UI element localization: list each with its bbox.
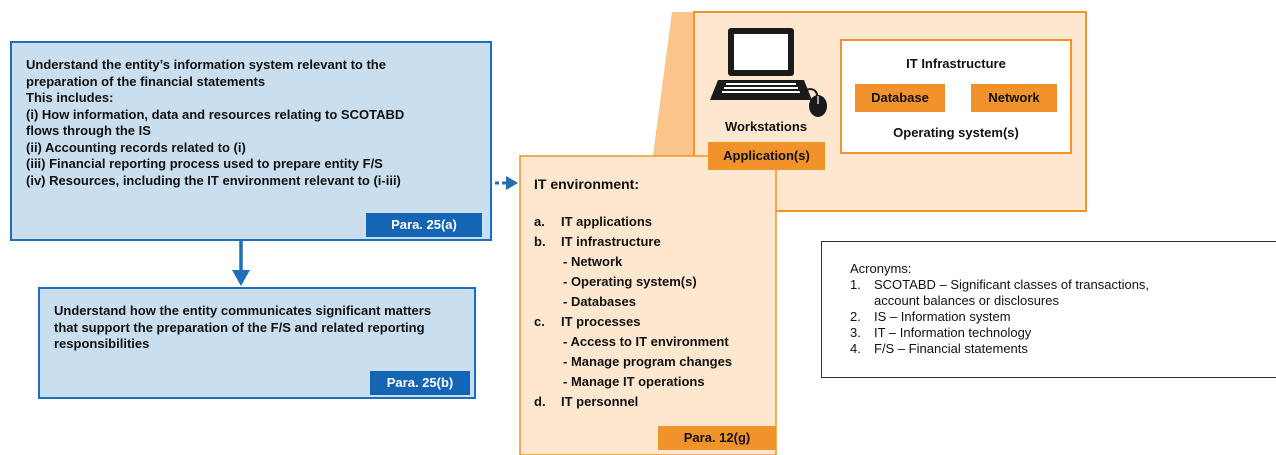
applications-label: Application(s)	[708, 142, 825, 170]
para-25b-badge: Para. 25(b)	[370, 371, 470, 395]
box-a-item-4: (iv) Resources, including the IT environ…	[26, 172, 401, 188]
workstations-label: Workstations	[724, 119, 808, 134]
laptop-icon	[710, 28, 827, 117]
database-label: Database	[855, 84, 945, 112]
operating-system-label: Operating system(s)	[893, 125, 1019, 140]
it-env-item-d: d.IT personnel	[534, 394, 639, 409]
acronyms-box: Acronyms: 1.SCOTABD – Significant classe…	[821, 241, 1276, 378]
communication-box: Understand how the entity communicates s…	[38, 287, 476, 399]
information-system-box: Understand the entity’s information syst…	[10, 41, 492, 241]
acronym-item-1: 1.SCOTABD – Significant classes of trans…	[850, 277, 1150, 292]
it-infrastructure-box: IT Infrastructure Database Network Opera…	[840, 39, 1072, 154]
para-12g-badge: Para. 12(g)	[658, 426, 776, 450]
it-environment-panel	[519, 155, 777, 455]
it-env-item-c: c.IT processes	[534, 314, 641, 329]
it-env-sub-c2: - Manage program changes	[563, 354, 733, 369]
it-env-sub-b2: - Operating system(s)	[563, 274, 697, 289]
box-a-item-2: (ii) Accounting records related to (i)	[26, 139, 246, 155]
down-arrowhead	[232, 270, 250, 286]
acronyms-title: Acronyms:	[850, 261, 912, 276]
box-b-text: Understand how the entity communicates s…	[54, 303, 432, 351]
it-environment-list: a.IT applications b.IT infrastructure - …	[534, 212, 772, 412]
acronym-item-2: 2.IS – Information system	[850, 309, 1011, 324]
it-env-sub-c1: - Access to IT environment	[563, 334, 729, 349]
it-environment-title: IT environment:	[534, 176, 640, 192]
box-a-heading: Understand the entity’s information syst…	[26, 57, 386, 89]
box-a-item-1: (i) How information, data and resources …	[26, 106, 405, 139]
acronyms-list: 1.SCOTABD – Significant classes of trans…	[850, 277, 1270, 357]
it-environment-content: IT environment: a.IT applications b.IT i…	[534, 174, 772, 412]
it-env-sub-c3: - Manage IT operations	[563, 374, 705, 389]
box-a-item-3: (iii) Financial reporting process used t…	[26, 156, 383, 171]
acronym-item-4: 4.F/S – Financial statements	[850, 341, 1028, 356]
it-env-sub-b1: - Network	[563, 254, 623, 269]
acronym-item-3: 3.IT – Information technology	[850, 325, 1032, 340]
it-env-item-b: b.IT infrastructure	[534, 234, 661, 249]
dotted-arrowhead	[506, 176, 518, 190]
box-a-includes: This includes:	[26, 90, 114, 105]
it-env-sub-b3: - Databases	[563, 294, 636, 309]
acronym-item-1-cont: account balances or disclosures	[874, 293, 1059, 308]
it-env-item-a: a.IT applications	[534, 214, 653, 229]
it-infrastructure-title: IT Infrastructure	[906, 56, 1006, 71]
para-25a-badge: Para. 25(a)	[366, 213, 482, 237]
network-label: Network	[971, 84, 1057, 112]
